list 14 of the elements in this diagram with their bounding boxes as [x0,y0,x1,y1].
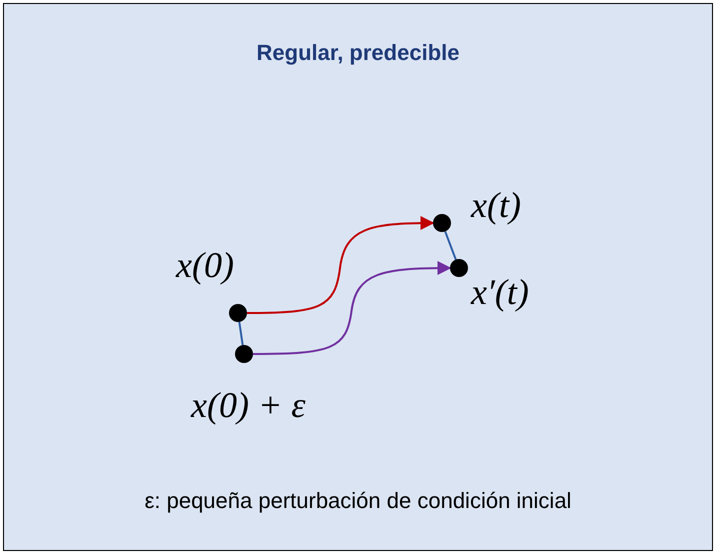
math-label: x(0) [176,244,234,286]
math-label: x(0) + ε [191,384,306,426]
point-dot [229,304,247,322]
math-label: x′(t) [471,271,529,313]
point-dot [433,214,451,232]
curved-arrow [247,216,434,314]
math-label: x(t) [471,184,521,226]
curved-arrow [253,261,452,355]
caption: ε: pequeña perturbación de condición inicial [144,488,572,514]
connector-line [238,322,244,346]
title: Regular, predecible [256,40,460,66]
point-dot [235,345,253,363]
connector-line [444,231,457,260]
point-dot [450,259,468,277]
